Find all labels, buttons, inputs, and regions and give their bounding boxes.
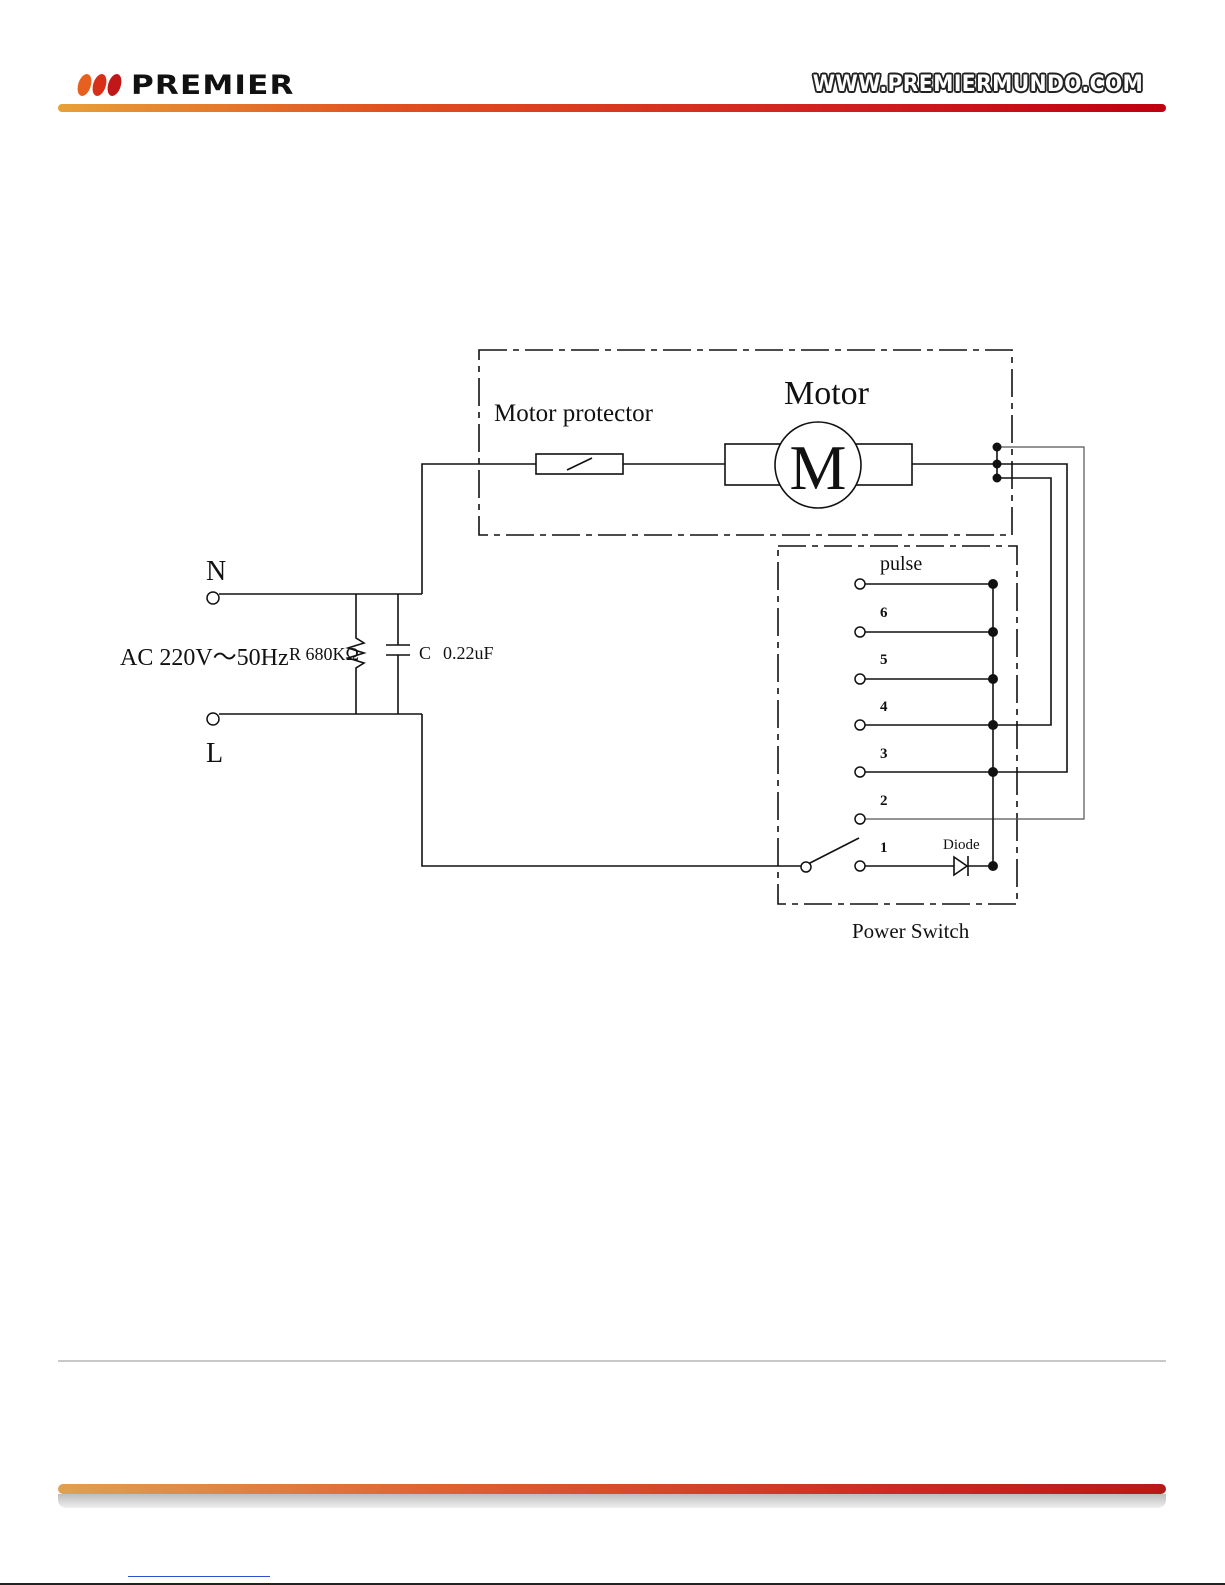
switch-label-2: 2 <box>880 793 888 809</box>
junction-dot <box>988 767 998 777</box>
switch-contact-4 <box>855 720 865 730</box>
junction-dot <box>988 627 998 637</box>
junction-dot <box>988 674 998 684</box>
power-switch-label: Power Switch <box>852 919 970 943</box>
line-label: L <box>206 738 223 769</box>
lead-to-position-4 <box>997 478 1051 725</box>
switch-contact-3 <box>855 767 865 777</box>
footer-divider <box>58 1360 1166 1362</box>
motor-protector-label: Motor protector <box>494 400 654 427</box>
resistor-label: R 680KΩ <box>289 644 359 664</box>
switch-contact-1 <box>855 861 865 871</box>
junction-dot <box>988 861 998 871</box>
footer-accent-bar <box>58 1484 1166 1494</box>
switch-contact-pulse <box>855 579 865 589</box>
switch-contact-2 <box>855 814 865 824</box>
junction-dot <box>993 443 1002 452</box>
switch-label-6: 6 <box>880 605 888 621</box>
neutral-label: N <box>206 556 226 587</box>
diode-symbol <box>954 857 967 875</box>
switch-label-5: 5 <box>880 652 888 668</box>
motor-enclosure <box>479 350 1012 535</box>
switch-contact-6 <box>855 627 865 637</box>
switch-label-3: 3 <box>880 746 888 762</box>
wire-line-to-switch <box>422 714 803 866</box>
switch-pivot <box>801 862 811 872</box>
footer-bar-shadow <box>58 1494 1166 1508</box>
motor-protector-slash <box>567 458 592 470</box>
switch-label-4: 4 <box>880 699 888 715</box>
junction-dot <box>993 460 1002 469</box>
motor-label: Motor <box>784 375 870 412</box>
junction-dot <box>993 474 1002 483</box>
capacitor-value: 0.22uF <box>443 643 494 663</box>
capacitor-label: C <box>419 643 431 663</box>
switch-lever <box>808 838 859 864</box>
motor-symbol-label: M <box>790 432 847 503</box>
junction-dot <box>988 579 998 589</box>
supply-label: AC 220V～50Hz <box>120 645 289 671</box>
terminal-n <box>207 592 219 604</box>
terminal-l <box>207 713 219 725</box>
footer-link-underline[interactable] <box>128 1576 270 1577</box>
diode-label: Diode <box>943 837 980 853</box>
switch-contact-5 <box>855 674 865 684</box>
switch-label-pulse: pulse <box>880 553 922 575</box>
junction-dot <box>988 720 998 730</box>
switch-label-1: 1 <box>880 840 888 856</box>
